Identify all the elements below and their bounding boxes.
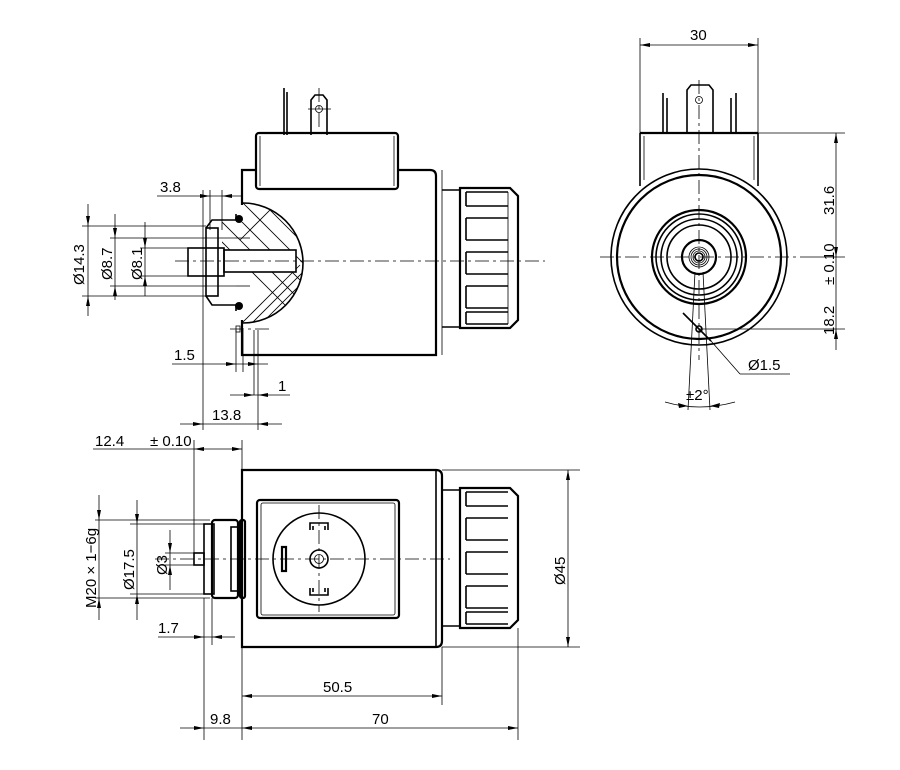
top-view: 12.4 ± 0.10 M20 × 1−6g Ø17.5 Ø3 1.7 Ø45 … xyxy=(83,433,580,740)
dim-gap-label: 1 xyxy=(278,378,286,395)
dim-collar-label: Ø17.5 xyxy=(121,549,138,590)
dim-thread-label: M20 × 1−6g xyxy=(83,528,100,608)
dim-nose-label: 9.8 xyxy=(210,711,231,728)
dim-groove-label: 3.8 xyxy=(160,179,181,196)
end-terminal-pins xyxy=(662,84,737,133)
side-view: 3.8 Ø14.3 Ø8.7 Ø8.1 1.5 1 13.8 xyxy=(71,88,545,430)
end-view: 30 31.6 ± 0.10 18.2 Ø1.5 ±2° xyxy=(600,27,845,411)
dim-inner-diameter-label: Ø8.1 xyxy=(129,247,146,280)
dim-pin-offset-label: 1.5 xyxy=(174,347,195,364)
knurled-nut xyxy=(458,186,520,330)
dim-overall-label: 70 xyxy=(372,711,389,728)
dim-tolerance-label: ± 0.10 xyxy=(821,243,838,285)
dim-mid-diameter-label: Ø8.7 xyxy=(99,247,116,280)
dim-pin-label: Ø3 xyxy=(154,555,171,575)
top-knurled-nut xyxy=(458,486,520,630)
dim-width-label: 30 xyxy=(690,27,707,44)
dim-shoulder-label: 1.7 xyxy=(158,620,179,637)
dim-face-label: 13.8 xyxy=(212,407,241,424)
connector-housing xyxy=(254,131,400,191)
coil-body xyxy=(240,168,438,357)
dim-upper-label: 31.6 xyxy=(821,186,838,215)
dim-body-length-label: 50.5 xyxy=(323,679,352,696)
dim-body-diameter-label: Ø45 xyxy=(552,557,569,585)
threaded-stub xyxy=(193,518,247,600)
top-coil-body xyxy=(240,468,444,649)
terminal-pins xyxy=(283,88,331,135)
dim-lower-label: 18.2 xyxy=(821,306,838,335)
dim-hole-label: Ø1.5 xyxy=(748,357,781,374)
section-detail xyxy=(187,202,304,333)
dimensions-end xyxy=(639,38,845,350)
dim-outer-diameter-label: Ø14.3 xyxy=(71,244,88,285)
dimensions-top xyxy=(93,440,580,740)
dimensions-side xyxy=(82,190,290,430)
dim-stub-label: 12.4 xyxy=(95,433,124,450)
dim-angle-label: ±2° xyxy=(686,387,709,404)
dim-stub-tolerance-label: ± 0.10 xyxy=(150,433,192,450)
